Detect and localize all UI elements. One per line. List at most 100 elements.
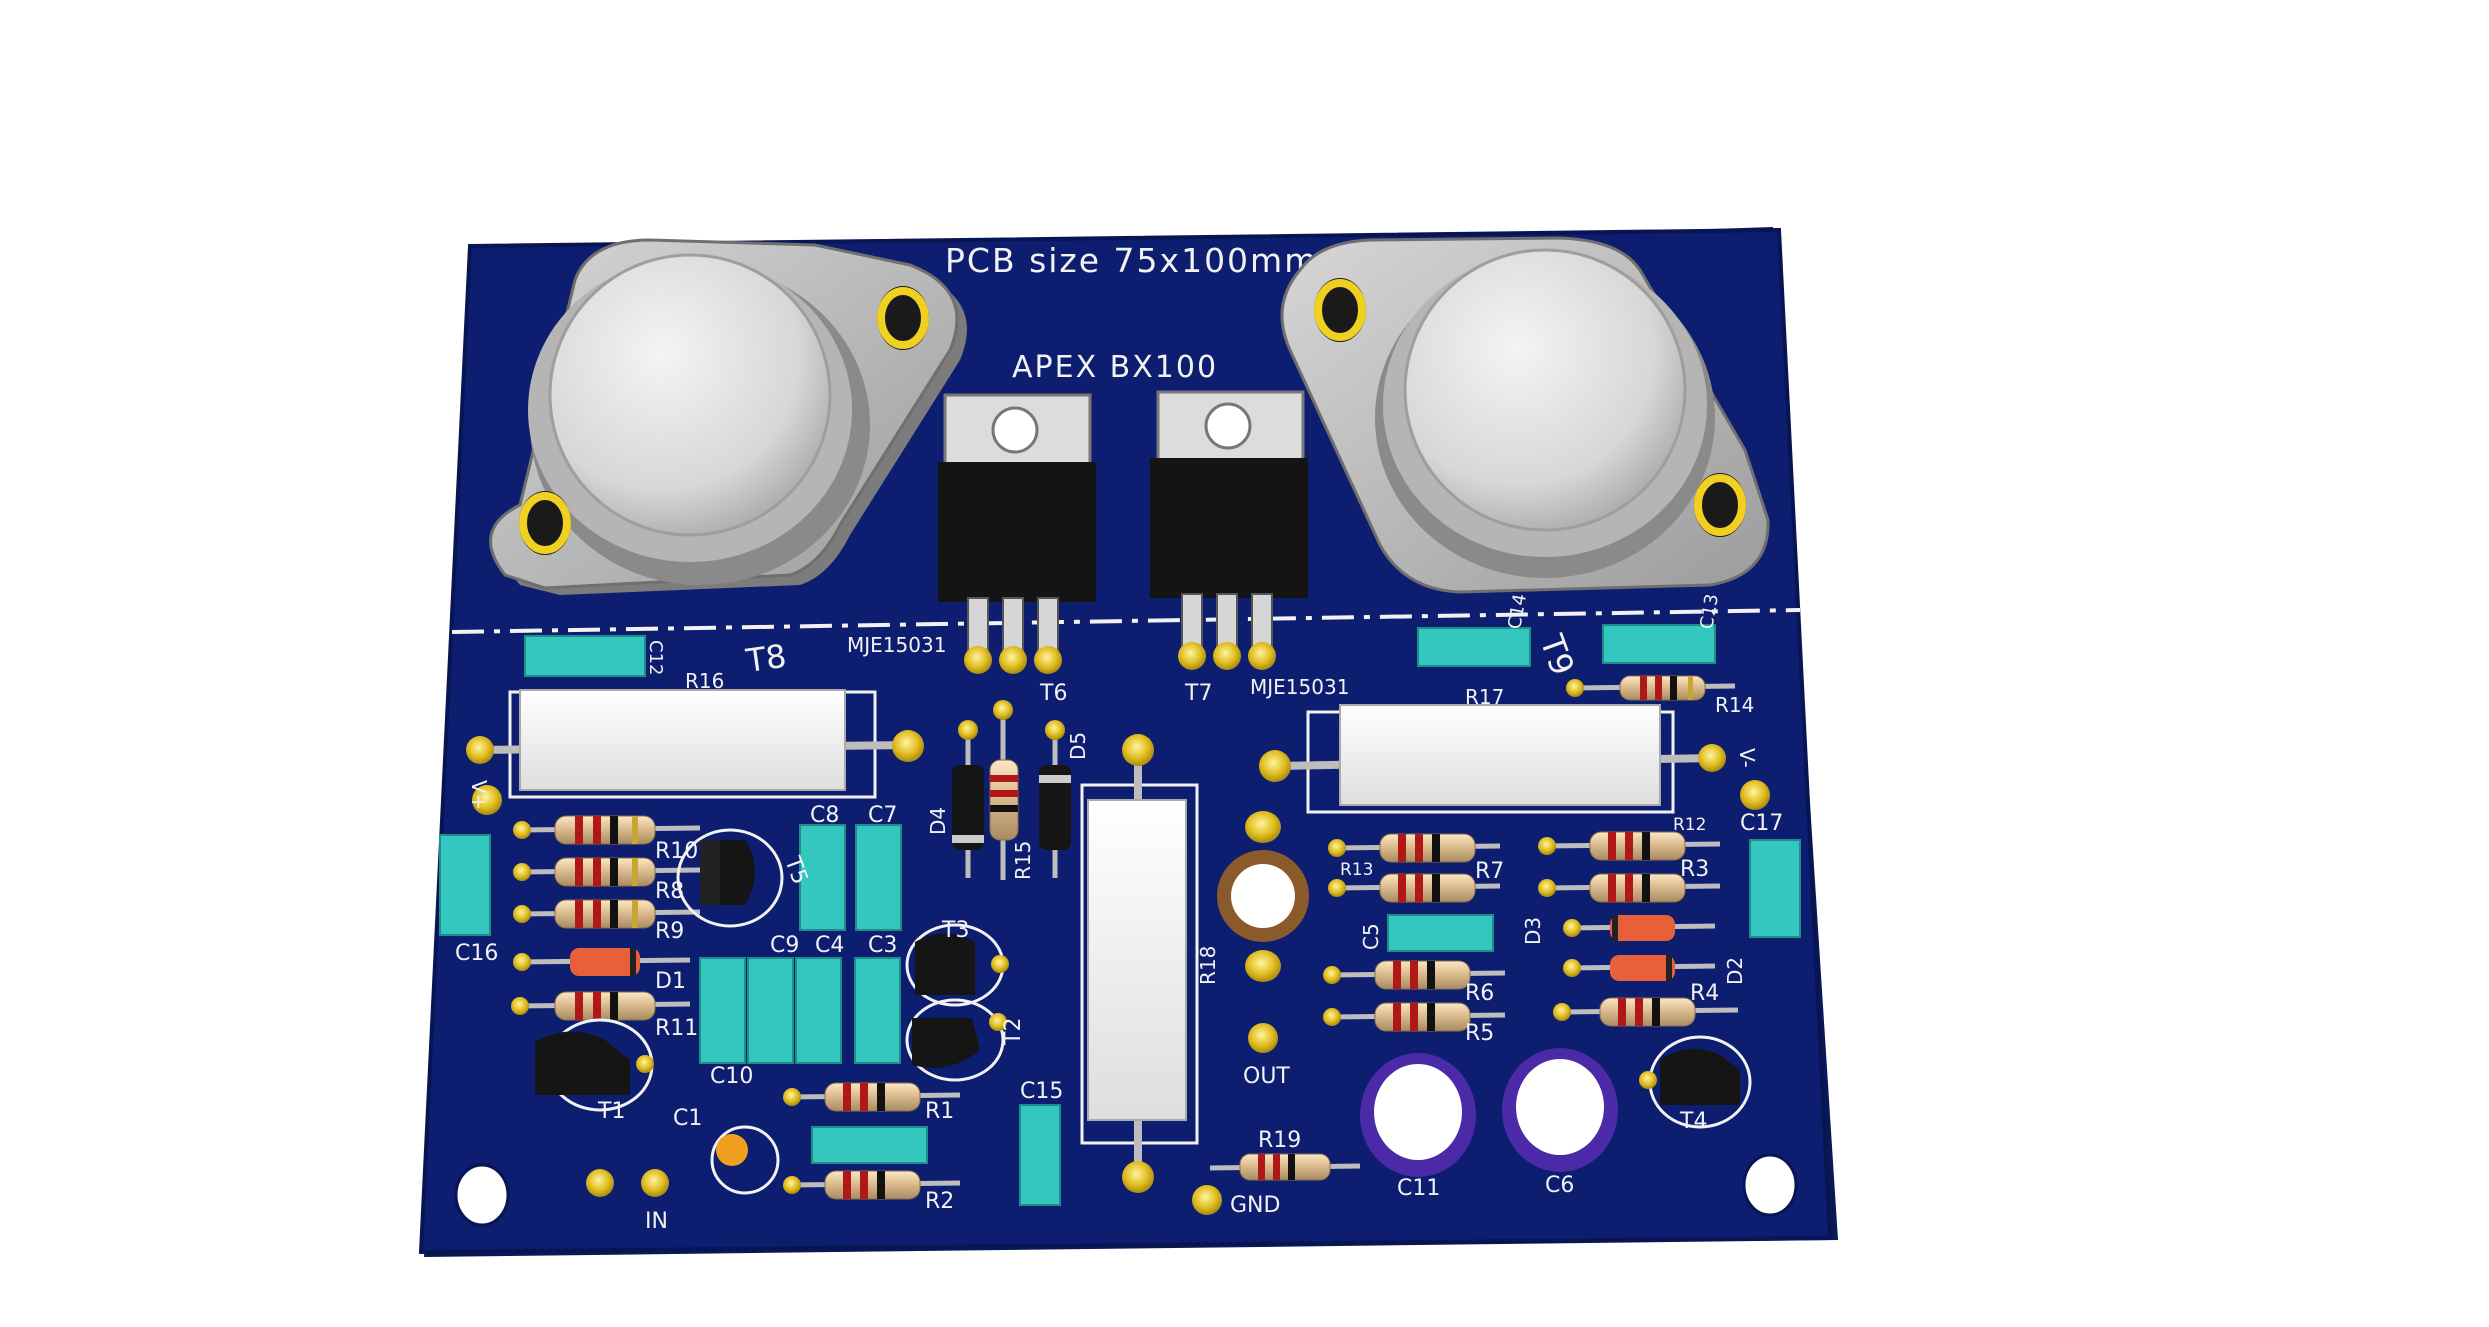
label-r19: R19: [1258, 1128, 1301, 1153]
label-d4: D4: [926, 807, 950, 835]
label-r13: R13: [1340, 860, 1373, 880]
board-name: APEX BX100: [1012, 350, 1218, 385]
transistor-t5: [676, 828, 784, 928]
to220-transistor-t6: [938, 393, 1096, 674]
resistor-r5: [1323, 1002, 1506, 1032]
label-t2: T2: [1001, 1018, 1026, 1046]
label-in: IN: [645, 1209, 668, 1234]
label-t3: T3: [941, 918, 969, 943]
transistor-t2: [905, 998, 1007, 1082]
capacitor-c10: [699, 957, 746, 1064]
transistor-t3: [905, 923, 1009, 1007]
label-c5: C5: [1359, 923, 1383, 950]
in-pad-1: [586, 1169, 614, 1197]
label-t6: T6: [1039, 681, 1067, 706]
diode-d3: [1563, 915, 1716, 941]
label-c4: C4: [815, 933, 844, 958]
diode-d5: [1039, 720, 1071, 878]
capacitor-c7: [855, 824, 902, 931]
transistor-t1: [535, 1018, 654, 1112]
resistor-r9: [513, 899, 701, 929]
label-t4: T4: [1679, 1109, 1707, 1134]
resistor-r3: [1538, 873, 1721, 903]
label-d2: D2: [1723, 957, 1747, 985]
resistor-r12: [1538, 831, 1721, 861]
to3-transistor-left: [489, 238, 967, 595]
label-c12: C12: [645, 640, 666, 675]
label-d3: D3: [1521, 917, 1545, 945]
capacitor-c13: [1602, 624, 1716, 664]
label-r3: R3: [1680, 857, 1709, 882]
output-coil: [1217, 811, 1309, 982]
transistor-t4: [1639, 1035, 1752, 1129]
resistor-r7: [1328, 873, 1501, 903]
capacitor-c3: [854, 957, 901, 1064]
resistor-r15: [989, 700, 1019, 880]
resistor-r4: [1553, 997, 1739, 1027]
label-mje-right: MJE15031: [1250, 675, 1349, 699]
resistor-r10: [513, 815, 701, 845]
label-r17: R17: [1465, 685, 1504, 709]
label-r18: R18: [1196, 946, 1220, 985]
capacitor-c5: [1387, 914, 1494, 952]
label-r5: R5: [1465, 1021, 1494, 1046]
resistor-r1: [783, 1082, 961, 1112]
label-r6: R6: [1465, 981, 1494, 1006]
label-r2: R2: [925, 1189, 954, 1214]
label-c10: C10: [710, 1064, 753, 1089]
gnd-pad: [1192, 1185, 1222, 1215]
label-c16: C16: [455, 941, 498, 966]
vminus-pad: [1740, 780, 1770, 810]
electrolytic-capacitor-c11: [1360, 1053, 1476, 1177]
resistor-r19: [1209, 1153, 1361, 1181]
label-r15: R15: [1011, 841, 1035, 880]
capacitor-c16: [439, 834, 491, 936]
label-c8: C8: [810, 803, 839, 828]
capacitor-c1: [710, 1125, 780, 1195]
board-size-title: PCB size 75x100mm: [945, 241, 1318, 280]
label-r4: R4: [1690, 981, 1719, 1006]
vplus-pad: [472, 785, 502, 815]
label-c3: C3: [868, 933, 897, 958]
label-vplus: V+: [467, 780, 491, 810]
capacitor-c12: [524, 635, 646, 677]
label-t7: T7: [1184, 681, 1212, 706]
electrolytic-capacitor-c6: [1502, 1048, 1618, 1172]
label-c11: C11: [1397, 1176, 1440, 1201]
label-r9: R9: [655, 919, 684, 944]
capacitor-unlabeled: [811, 1126, 928, 1164]
label-r14: R14: [1715, 693, 1754, 717]
label-r8: R8: [655, 879, 684, 904]
mounting-hole-right: [1742, 1153, 1798, 1217]
resistor-r2: [783, 1170, 961, 1200]
power-resistor-r18: [1080, 734, 1199, 1193]
label-mje-left: MJE15031: [847, 633, 946, 657]
diode-d4: [952, 720, 984, 878]
capacitor-c9: [747, 957, 794, 1064]
label-r11: R11: [655, 1016, 698, 1041]
label-c17: C17: [1740, 811, 1783, 836]
label-out: OUT: [1243, 1064, 1290, 1089]
label-r10: R10: [655, 839, 698, 864]
label-r16: R16: [685, 669, 724, 693]
mounting-hole-left: [454, 1163, 510, 1227]
label-r1: R1: [925, 1099, 954, 1124]
label-c9: C9: [770, 933, 799, 958]
in-pad-2: [641, 1169, 669, 1197]
power-resistor-r17: [1259, 704, 1726, 814]
resistor-r8: [513, 857, 701, 887]
capacitor-c15: [1019, 1104, 1061, 1206]
power-resistor-r16: [466, 689, 924, 799]
label-vminus: V-: [1735, 748, 1759, 768]
label-r7: R7: [1475, 859, 1504, 884]
capacitor-c4: [795, 957, 842, 1064]
out-pad: [1248, 1023, 1278, 1053]
heatsink-line: [451, 608, 1801, 634]
capacitor-c17: [1749, 839, 1801, 938]
capacitor-c14: [1417, 627, 1531, 667]
label-r12: R12: [1673, 815, 1706, 835]
label-c1: C1: [673, 1106, 702, 1131]
label-gnd: GND: [1230, 1193, 1280, 1218]
